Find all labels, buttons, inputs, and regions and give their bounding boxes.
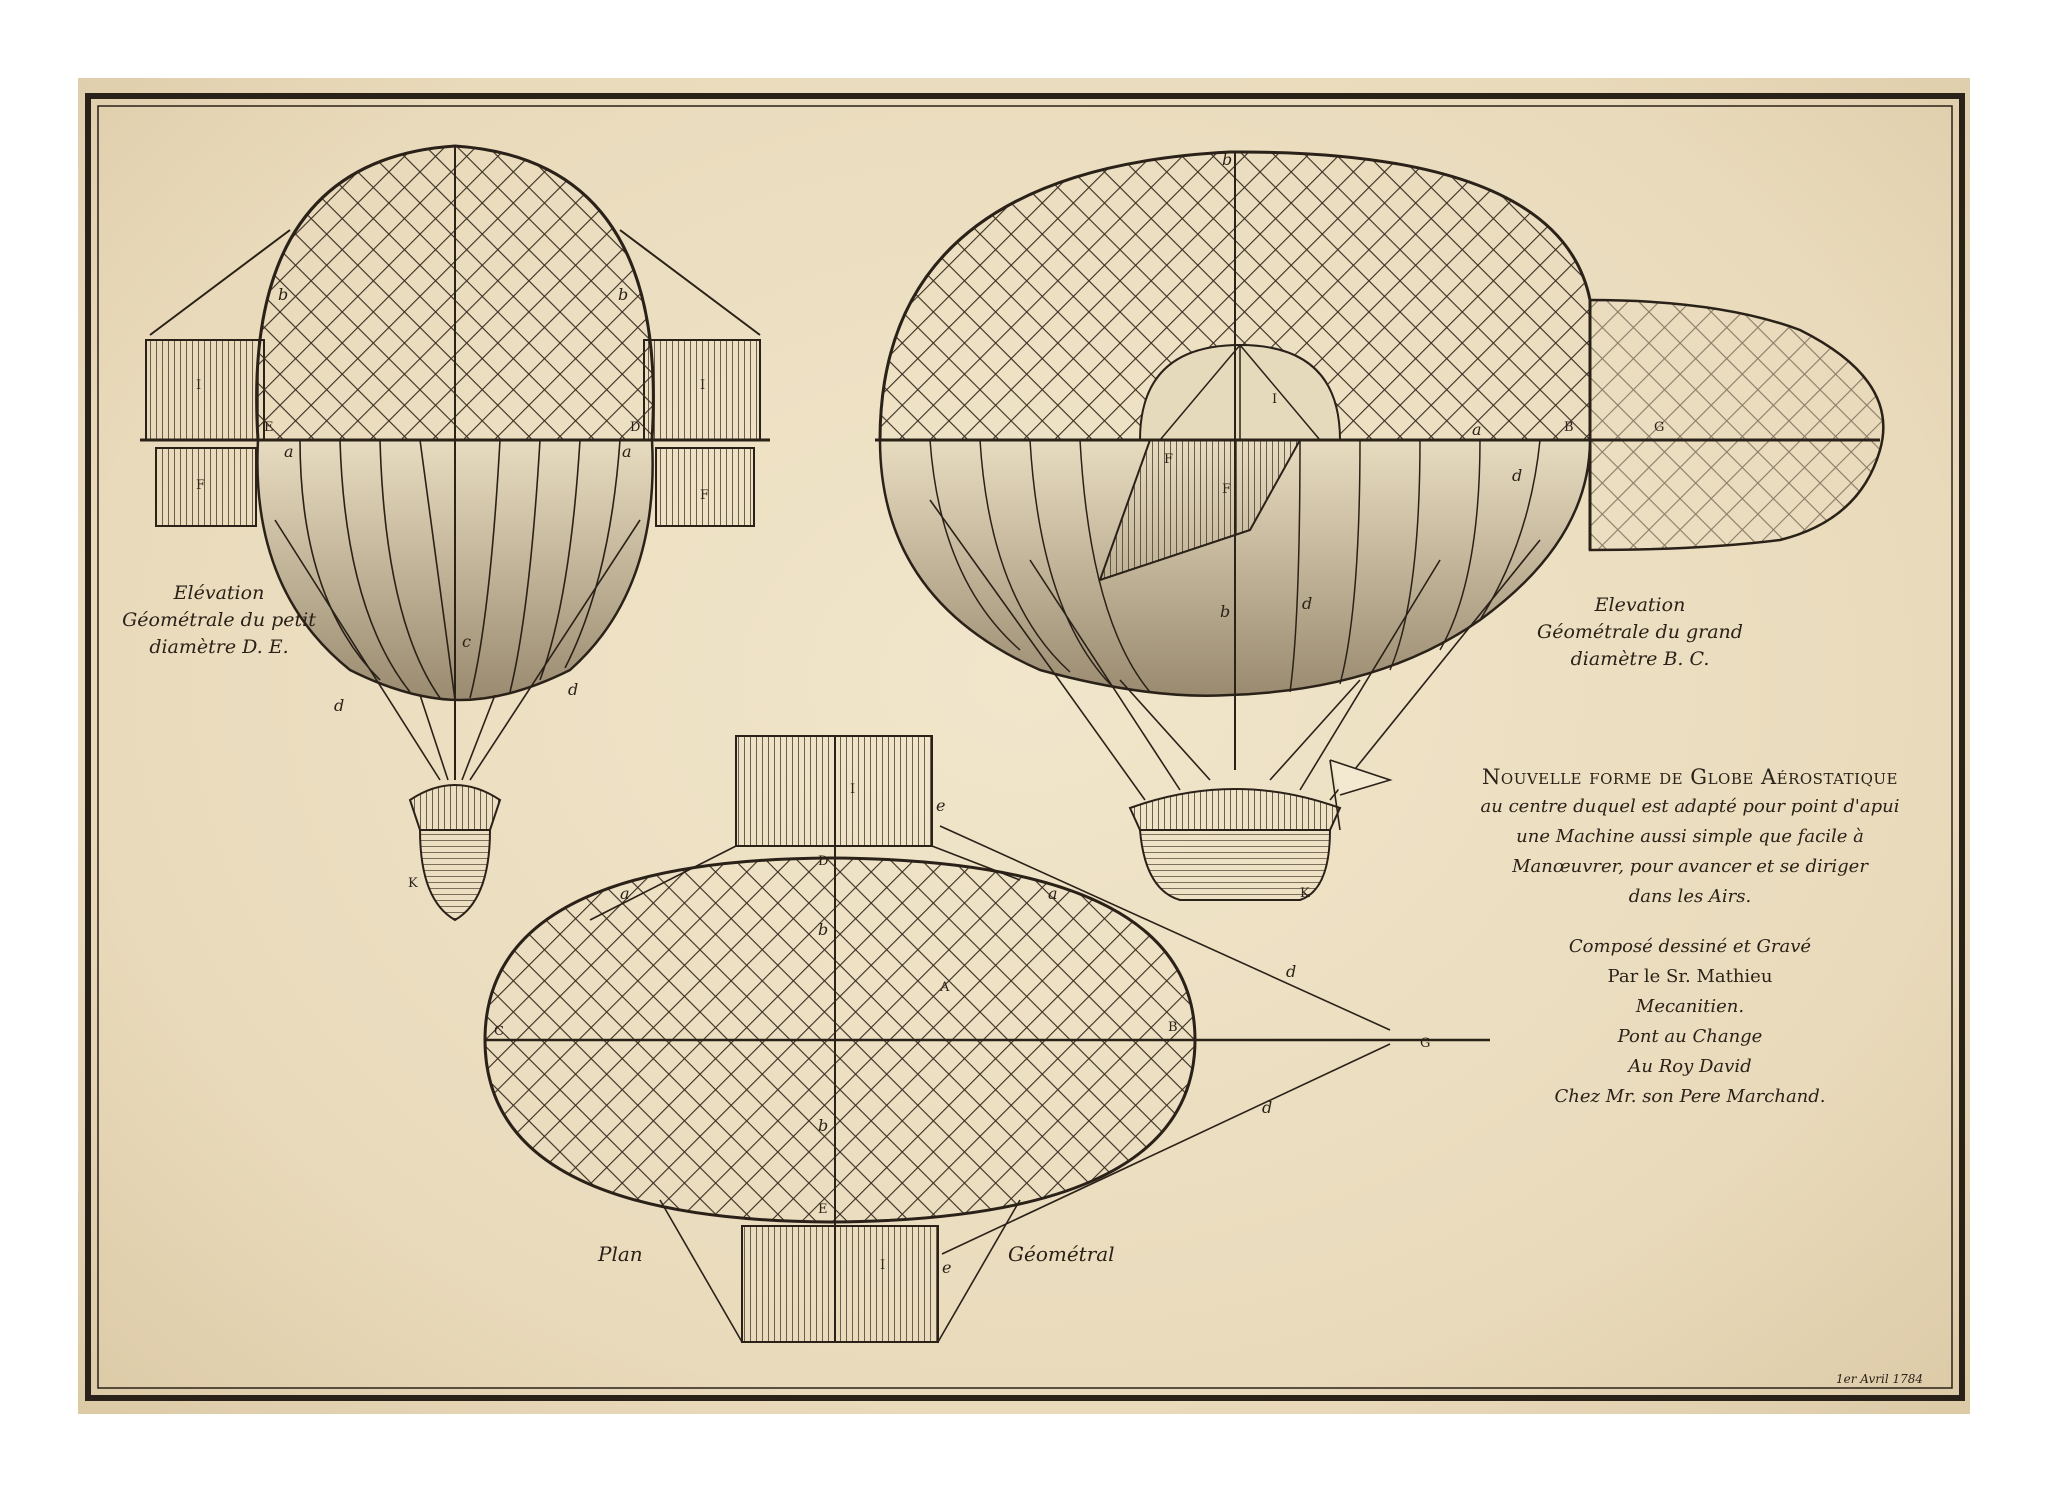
label-left-a1: a <box>284 442 294 461</box>
label-plan-b1: b <box>818 920 829 939</box>
left-balloon <box>140 144 770 922</box>
label-left-D: D <box>630 420 641 435</box>
label-plan-B: B <box>1168 1020 1178 1035</box>
label-left-b2: b <box>618 285 629 304</box>
label-plan-C: C <box>494 1024 504 1039</box>
label-right-F2: F <box>1222 482 1232 497</box>
label-plan-d1: d <box>1286 962 1297 981</box>
credit-line-1: Composé dessiné et Gravé <box>1568 936 1812 957</box>
caption-left-line-2: Géométrale du petit <box>122 609 316 631</box>
label-plan-a1: a <box>620 884 630 903</box>
label-left-E: E <box>264 420 274 435</box>
plan-label-left: Plan <box>598 1242 643 1266</box>
label-plan-A: A <box>940 980 950 995</box>
credit-line-6: Chez Mr. son Pere Marchand. <box>1554 1086 1826 1107</box>
caption-left-line-3: diamètre D. E. <box>149 636 289 658</box>
caption-right: Elevation Géométrale du grand diamètre B… <box>1510 592 1770 673</box>
label-right-B: B <box>1564 420 1574 435</box>
label-plan-e2: e <box>942 1258 952 1277</box>
right-balloon <box>875 150 1885 901</box>
label-left-c: c <box>462 632 471 651</box>
plate-title: Nouvelle forme de Globe Aérostatique <box>1482 765 1898 789</box>
label-right-d1: d <box>1512 466 1523 485</box>
plate-border <box>85 93 1965 1401</box>
label-plan-I2: I <box>880 1258 886 1273</box>
caption-left-line-1: Elévation <box>173 582 265 604</box>
label-right-b2: b <box>1220 602 1231 621</box>
title-block: Nouvelle forme de Globe Aérostatique au … <box>1420 762 1960 912</box>
label-right-G: G <box>1654 420 1665 435</box>
credit-line-2: Par le Sr. Mathieu <box>1607 966 1773 987</box>
label-left-F1: F <box>196 478 206 493</box>
label-plan-G: G <box>1420 1036 1431 1051</box>
caption-right-line-1: Elevation <box>1594 594 1686 616</box>
label-left-F2: F <box>700 488 710 503</box>
label-plan-e1: e <box>936 796 946 815</box>
plan-view <box>483 735 1490 1343</box>
caption-right-line-3: diamètre B. C. <box>1570 648 1710 670</box>
plate-date: 1er Avril 1784 <box>1836 1372 1924 1386</box>
label-left-a2: a <box>622 442 632 461</box>
label-left-I2: I <box>700 378 706 393</box>
credit-line-4: Pont au Change <box>1617 1026 1763 1047</box>
label-plan-D: D <box>818 854 829 869</box>
plan-label-right: Géométral <box>1008 1242 1115 1266</box>
label-plan-E: E <box>818 1202 828 1217</box>
credit-line-5: Au Roy David <box>1628 1056 1752 1077</box>
label-left-b1: b <box>278 285 289 304</box>
label-left-I1: I <box>196 378 202 393</box>
label-right-d2: d <box>1302 594 1313 613</box>
label-left-d2: d <box>568 680 579 699</box>
label-right-F1: F <box>1164 452 1174 467</box>
credit-block: Composé dessiné et Gravé Par le Sr. Math… <box>1480 932 1900 1112</box>
title-line-1: au centre duquel est adapté pour point d… <box>1480 796 1900 817</box>
caption-right-line-2: Géométrale du grand <box>1537 621 1743 643</box>
label-plan-a2: a <box>1048 884 1058 903</box>
label-right-b1: b <box>1222 150 1233 169</box>
label-left-K: K <box>408 876 418 891</box>
label-left-d1: d <box>334 696 345 715</box>
credit-line-3: Mecanitien. <box>1635 996 1745 1017</box>
label-plan-d2: d <box>1262 1098 1273 1117</box>
title-line-4: dans les Airs. <box>1628 886 1752 907</box>
label-right-I: I <box>1272 392 1278 407</box>
title-line-3: Manœuvrer, pour avancer et se diriger <box>1512 856 1868 877</box>
label-right-K: K <box>1300 886 1310 901</box>
label-right-a: a <box>1472 420 1482 439</box>
label-plan-I1: I <box>850 782 856 797</box>
label-plan-b2: b <box>818 1116 829 1135</box>
caption-left: Elévation Géométrale du petit diamètre D… <box>104 580 334 661</box>
title-line-2: une Machine aussi simple que facile à <box>1516 826 1864 847</box>
